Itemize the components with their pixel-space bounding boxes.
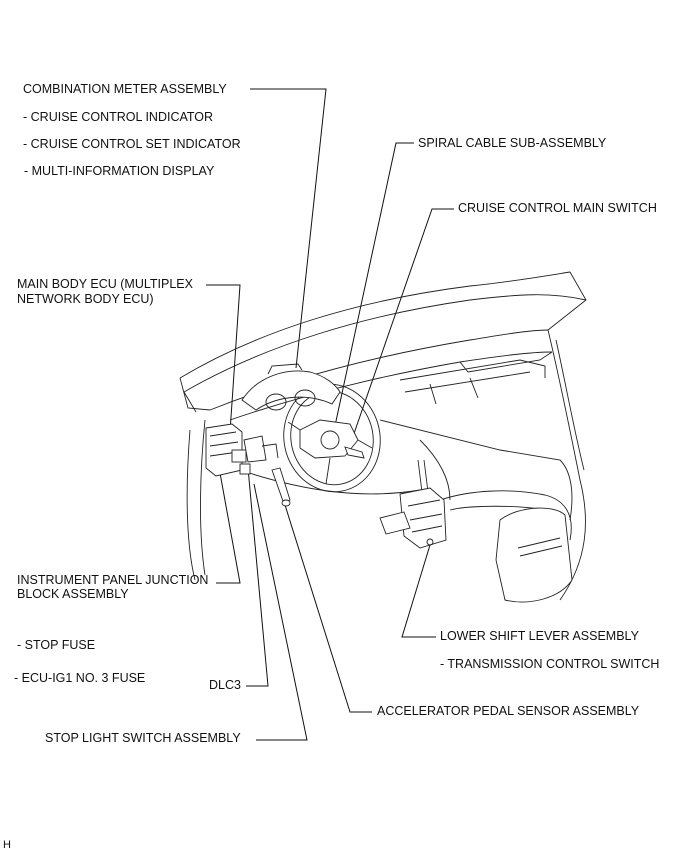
label-ecu-ig1-fuse: - ECU-IG1 NO. 3 FUSE — [14, 671, 146, 685]
label-spiral-cable: SPIRAL CABLE SUB-ASSEMBLY — [418, 136, 607, 150]
label-main-body-ecu-2: NETWORK BODY ECU) — [17, 292, 154, 306]
leader-junction-block — [216, 461, 241, 584]
label-multi-info-display: - MULTI-INFORMATION DISPLAY — [24, 164, 215, 178]
leader-accelerator-sensor — [284, 504, 372, 713]
steering-wheel — [283, 383, 381, 493]
figure-code: H — [3, 839, 11, 851]
label-main-body-ecu-1: MAIN BODY ECU (MULTIPLEX — [17, 277, 193, 291]
pedals — [271, 467, 291, 507]
leader-spiral-cable — [332, 142, 414, 436]
leader-cruise-main-switch — [349, 208, 454, 446]
label-cruise-set-indicator: - CRUISE CONTROL SET INDICATOR — [23, 137, 241, 151]
leader-lines — [206, 88, 454, 741]
leader-main-body-ecu — [206, 284, 241, 433]
label-combination-meter: COMBINATION METER ASSEMBLY — [23, 82, 227, 96]
left-side-components — [205, 423, 279, 477]
leader-combination-meter — [250, 88, 327, 369]
leader-lower-shift-lever — [401, 544, 436, 638]
label-lower-shift-lever: LOWER SHIFT LEVER ASSEMBLY — [440, 629, 639, 643]
label-transmission-switch: - TRANSMISSION CONTROL SWITCH — [440, 657, 660, 671]
label-stop-light-switch: STOP LIGHT SWITCH ASSEMBLY — [45, 731, 241, 745]
combination-meter-drawing — [241, 363, 341, 411]
leader-dlc3 — [246, 467, 269, 687]
label-accelerator-sensor: ACCELERATOR PEDAL SENSOR ASSEMBLY — [377, 704, 640, 718]
label-stop-fuse: - STOP FUSE — [17, 638, 96, 652]
label-dlc3: DLC3 — [209, 678, 241, 692]
label-junction-block-2: BLOCK ASSEMBLY — [17, 587, 129, 601]
label-cruise-indicator: - CRUISE CONTROL INDICATOR — [23, 110, 214, 124]
label-cruise-main-switch: CRUISE CONTROL MAIN SWITCH — [458, 201, 657, 215]
label-junction-block-1: INSTRUMENT PANEL JUNCTION — [17, 573, 209, 587]
leader-stop-light-switch — [253, 483, 308, 741]
shift-lever-drawing — [379, 459, 447, 549]
